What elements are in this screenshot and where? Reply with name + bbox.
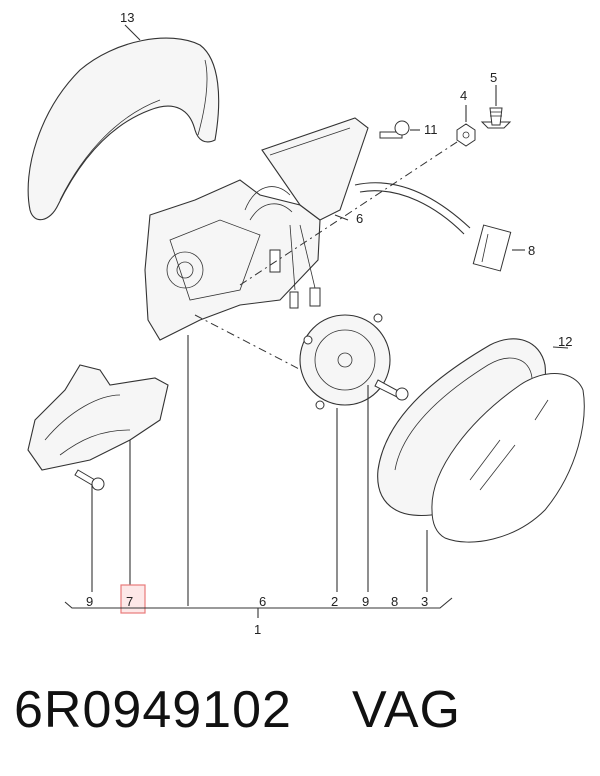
backing-plate-part bbox=[261, 117, 369, 221]
bottom-callout-3: 2 bbox=[331, 594, 338, 609]
exploded-mirror-diagram: 13 6 11 4 5 bbox=[27, 10, 585, 637]
lower-trim-part bbox=[27, 364, 169, 471]
screw-9-left-part bbox=[74, 469, 105, 491]
actuator-motor-part bbox=[299, 313, 391, 410]
callout-6-top: 6 bbox=[356, 211, 363, 226]
mirror-cap-part bbox=[27, 37, 220, 221]
callout-1: 1 bbox=[254, 622, 261, 637]
assembly-brace bbox=[64, 597, 453, 618]
screw-9-right-part bbox=[374, 379, 409, 401]
callout-12: 12 bbox=[558, 334, 572, 349]
connector-8-part bbox=[472, 224, 512, 272]
bottom-callout-1: 7 bbox=[126, 594, 133, 609]
callout-11: 11 bbox=[424, 122, 438, 137]
callout-8-side: 8 bbox=[528, 243, 535, 258]
mirror-base-part bbox=[144, 179, 321, 341]
bottom-callout-4: 9 bbox=[362, 594, 369, 609]
bottom-callout-2: 6 bbox=[259, 594, 266, 609]
bottom-callout-5: 8 bbox=[391, 594, 398, 609]
bottom-callout-0: 9 bbox=[86, 594, 93, 609]
part-number: 6R0949102 bbox=[14, 681, 292, 739]
screw-5-part bbox=[480, 107, 512, 129]
callout-4: 4 bbox=[460, 88, 467, 103]
screw-11-part bbox=[379, 120, 410, 139]
brand-name: VAG bbox=[352, 681, 461, 739]
mirror-glass-part bbox=[431, 373, 585, 543]
callout-13: 13 bbox=[120, 10, 134, 25]
callout-5: 5 bbox=[490, 70, 497, 85]
bottom-callout-6: 3 bbox=[421, 594, 428, 609]
nut-4-part bbox=[456, 123, 476, 147]
